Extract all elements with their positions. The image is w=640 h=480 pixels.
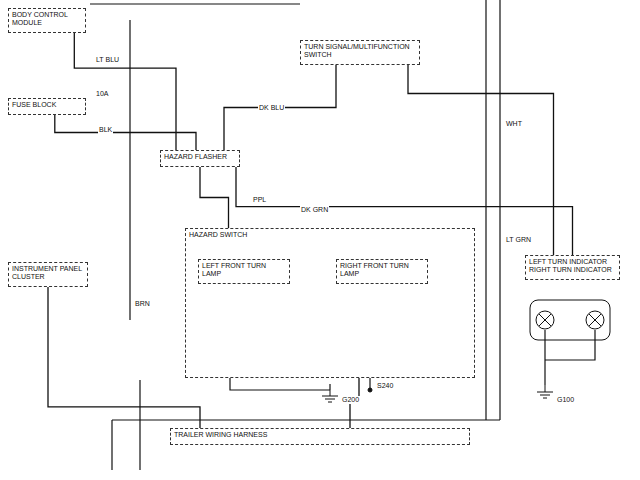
component-box: HAZARD FLASHER xyxy=(160,150,240,167)
wire-connector xyxy=(200,167,229,228)
splice-dot xyxy=(368,388,372,392)
component-label: INSTRUMENT PANEL CLUSTER xyxy=(12,265,84,282)
wire xyxy=(139,380,140,470)
wire-label: LT BLU xyxy=(95,56,120,64)
ground-symbol xyxy=(537,385,553,398)
component-box: FUSE BLOCK xyxy=(8,98,86,115)
component-box: INSTRUMENT PANEL CLUSTER xyxy=(8,262,88,287)
wire-label: G200 xyxy=(341,396,360,404)
wire xyxy=(129,20,130,320)
wire-connector xyxy=(48,287,200,428)
component-label: RIGHT TURN INDICATOR xyxy=(529,266,616,274)
ground-symbol xyxy=(322,390,338,402)
wire-label: S240 xyxy=(376,382,394,390)
wire-connector xyxy=(408,65,554,255)
wire xyxy=(112,419,500,420)
component-label: BODY CONTROL MODULE xyxy=(12,11,82,28)
wire xyxy=(544,330,545,385)
lamp-housing xyxy=(530,300,610,340)
component-box: RIGHT FRONT TURN LAMP xyxy=(336,259,428,284)
component-label: LEFT FRONT TURN LAMP xyxy=(202,262,286,279)
wire-label: BLK xyxy=(98,126,113,134)
wire-label: DK GRN xyxy=(300,206,329,214)
component-box: TRAILER WIRING HARNESS xyxy=(170,428,470,445)
wire xyxy=(90,3,300,4)
wire xyxy=(329,384,330,390)
wire-label: BRN xyxy=(134,300,151,308)
wire-label: LT GRN xyxy=(505,236,532,244)
wire-label: WHT xyxy=(505,120,523,128)
wire-label: PPL xyxy=(252,196,267,204)
component-label: HAZARD FLASHER xyxy=(164,153,236,161)
wire-connector xyxy=(55,115,196,150)
wire xyxy=(111,420,112,470)
component-box: HAZARD SWITCH LEFT FRONT TURN LAMP RIGHT F… xyxy=(185,228,475,378)
component-label: HAZARD SWITCH xyxy=(189,231,471,239)
component-box: TURN SIGNAL/MULTIFUNCTION SWITCH xyxy=(300,40,420,65)
wire-connector xyxy=(224,65,336,150)
wire-label: G100 xyxy=(556,396,575,404)
indicator-box: LEFT TURN INDICATORRIGHT TURN INDICATOR xyxy=(525,255,620,280)
component-label: LEFT TURN INDICATOR xyxy=(529,258,616,266)
wire xyxy=(485,0,486,420)
component-box: LEFT FRONT TURN LAMP xyxy=(198,259,290,284)
wire-label: DK BLU xyxy=(258,104,285,112)
component-box: BODY CONTROL MODULE xyxy=(8,8,86,33)
component-label: TURN SIGNAL/MULTIFUNCTION SWITCH xyxy=(304,43,416,60)
component-label: RIGHT FRONT TURN LAMP xyxy=(340,262,424,279)
wire-label: 10A xyxy=(95,90,109,98)
wire xyxy=(499,0,500,420)
component-label: TRAILER WIRING HARNESS xyxy=(174,431,466,439)
wire xyxy=(545,330,595,360)
component-label: FUSE BLOCK xyxy=(12,101,82,109)
